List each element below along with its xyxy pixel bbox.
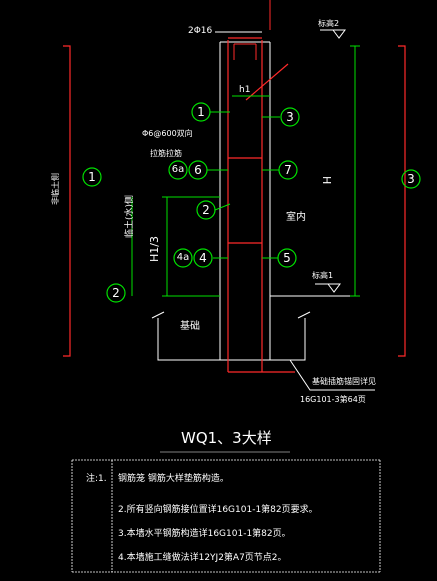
top-rebar-label: 2Φ16 <box>188 26 213 36</box>
circle-1-mid <box>191 102 211 122</box>
circle-4a-label: 4a <box>176 252 190 263</box>
drawing-title: WQ1、3大样 <box>181 429 272 447</box>
circle-7 <box>278 160 298 180</box>
foundation-outline <box>157 318 306 361</box>
circle-4a <box>173 248 193 268</box>
circle-6 <box>188 160 208 180</box>
elevation-top-label: 标高2 <box>318 19 340 28</box>
circle-3-mid <box>280 107 300 127</box>
circle-2-mid-label: 2 <box>202 203 210 217</box>
note-1: 钢筋笼 钢筋大样垫筋构造。 <box>118 474 229 484</box>
anchor-note-label: 基础插筋锚固详见 <box>312 377 376 386</box>
circle-7-label: 7 <box>284 163 292 177</box>
foundation-label: 基础 <box>180 321 200 332</box>
break-right <box>297 311 311 319</box>
circle-4-label: 4 <box>199 251 207 265</box>
circle-1-left-label: 1 <box>88 170 96 184</box>
elevation-top-marker <box>320 29 346 39</box>
h1-label: h1 <box>239 85 251 95</box>
left-dimension-line <box>63 45 71 357</box>
elevation-bottom-marker <box>315 283 341 293</box>
anchor-ref-label: 16G101-3第64页 <box>300 395 366 404</box>
H1-3-label: H1/3 <box>148 236 161 262</box>
tie-label: 拉筋拉筋 <box>150 149 182 158</box>
circle-2-left <box>106 283 126 303</box>
leader-2-mid <box>214 203 231 211</box>
break-left <box>151 311 165 319</box>
H-label: H <box>320 176 333 185</box>
circle-2-mid <box>196 200 216 220</box>
indoor-label: 室内 <box>286 212 306 223</box>
circle-3-right-label: 3 <box>407 172 415 186</box>
rebar-diagonal <box>245 63 289 101</box>
note-2: 2.所有竖向钢筋接位置详16G101-1第82页要求。 <box>118 505 318 515</box>
soil-side-label: 临土(水)侧 <box>125 194 135 238</box>
circle-1-left <box>82 167 102 187</box>
circle-6a-label: 6a <box>171 164 185 175</box>
circle-4 <box>193 248 213 268</box>
circle-5 <box>277 248 297 268</box>
note-4: 4.本墙施工缝做法详12YJ2第A7页节点2。 <box>118 553 287 563</box>
anchor-leader <box>289 359 375 391</box>
right-dimension-line <box>398 45 406 357</box>
circle-6-label: 6 <box>194 163 202 177</box>
elevation-bottom-label: 标高1 <box>312 271 334 280</box>
circle-5-label: 5 <box>283 251 291 265</box>
circle-6a <box>168 160 188 180</box>
notes-prefix: 注:1. <box>86 474 107 484</box>
non-soil-side-label: 非临土侧 <box>51 173 60 205</box>
circle-2-left-label: 2 <box>112 286 120 300</box>
circle-3-mid-label: 3 <box>286 110 294 124</box>
tie-spec-label: Φ6@600双向 <box>142 129 193 138</box>
note-3: 3.本墙水平钢筋构造详16G101-1第82页。 <box>118 529 291 539</box>
circle-1-mid-label: 1 <box>197 105 205 119</box>
circle-3-right <box>401 169 421 189</box>
